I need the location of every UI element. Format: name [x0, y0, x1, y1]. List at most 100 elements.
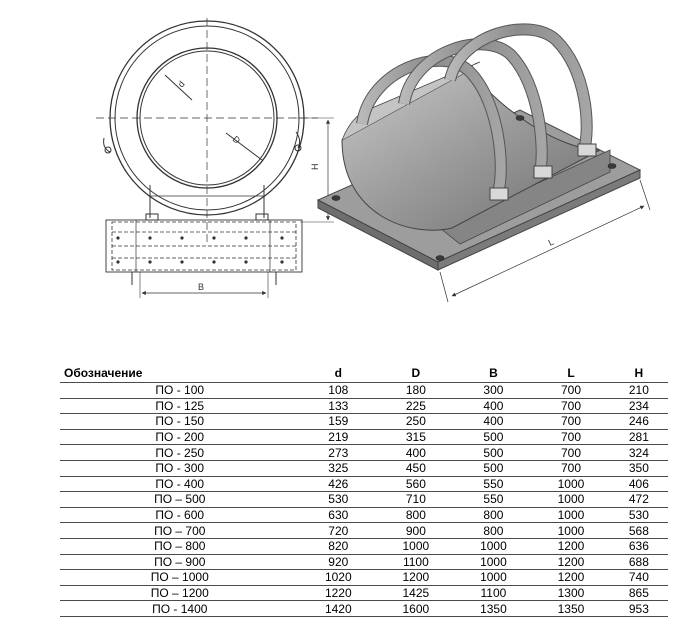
value-cell: 225: [377, 397, 455, 414]
value-cell: 325: [299, 459, 378, 477]
value-cell: 550: [454, 491, 533, 508]
technical-drawings: d D H B: [96, 18, 651, 303]
length-label: L: [547, 237, 556, 248]
designation-cell: ПО - 150: [60, 413, 300, 430]
value-cell: 1200: [532, 569, 610, 586]
designation-cell: ПО - 1400: [60, 600, 300, 617]
value-cell: 500: [454, 459, 533, 477]
value-cell: 1350: [532, 600, 610, 617]
column-header: B: [454, 364, 533, 383]
designation-cell: ПО – 1200: [60, 584, 300, 601]
value-cell: 1000: [532, 491, 610, 508]
value-cell: 180: [377, 382, 455, 399]
value-cell: 159: [299, 413, 378, 430]
value-cell: 400: [454, 413, 533, 430]
value-cell: 700: [532, 397, 610, 414]
value-cell: 250: [377, 413, 455, 430]
designation-cell: ПО - 300: [60, 459, 300, 477]
value-cell: 108: [299, 382, 378, 399]
value-cell: 210: [609, 382, 668, 399]
value-cell: 700: [532, 459, 610, 477]
column-header: D: [377, 364, 455, 383]
value-cell: 700: [532, 413, 610, 430]
value-cell: 400: [377, 444, 455, 461]
value-cell: 865: [609, 584, 668, 601]
value-cell: 234: [609, 397, 668, 414]
value-cell: 1300: [532, 584, 610, 601]
value-cell: 246: [609, 413, 668, 430]
value-cell: 472: [609, 491, 668, 508]
value-cell: 900: [377, 522, 455, 539]
value-cell: 219: [299, 428, 378, 445]
designation-cell: ПО – 800: [60, 537, 300, 555]
value-cell: 1000: [532, 522, 610, 539]
value-cell: 1000: [377, 537, 455, 555]
column-header: Обозначение: [60, 364, 300, 383]
value-cell: 1220: [299, 584, 378, 601]
value-cell: 1100: [454, 584, 533, 601]
value-cell: 281: [609, 428, 668, 445]
value-cell: 315: [377, 428, 455, 445]
outer-diameter-label: D: [231, 134, 243, 146]
value-cell: 1000: [454, 537, 533, 555]
value-cell: 800: [454, 506, 533, 523]
designation-cell: ПО - 125: [60, 397, 300, 414]
value-cell: 530: [609, 506, 668, 523]
value-cell: 1020: [299, 569, 378, 586]
base-width-label: B: [198, 282, 204, 292]
value-cell: 700: [532, 428, 610, 445]
value-cell: 500: [454, 428, 533, 445]
value-cell: 550: [454, 475, 533, 492]
value-cell: 1600: [377, 600, 455, 617]
designation-cell: ПО – 500: [60, 491, 300, 508]
column-header: H: [609, 364, 668, 383]
value-cell: 400: [454, 397, 533, 414]
value-cell: 133: [299, 397, 378, 414]
value-cell: 530: [299, 491, 378, 508]
value-cell: 700: [532, 382, 610, 399]
inner-radius-label: d: [176, 79, 187, 89]
value-cell: 324: [609, 444, 668, 461]
designation-cell: ПО – 900: [60, 553, 300, 570]
value-cell: 1350: [454, 600, 533, 617]
value-cell: 1000: [532, 506, 610, 523]
value-cell: 1100: [377, 553, 455, 570]
value-cell: 568: [609, 522, 668, 539]
value-cell: 1000: [454, 553, 533, 570]
value-cell: 273: [299, 444, 378, 461]
value-cell: 800: [377, 506, 455, 523]
value-cell: 1420: [299, 600, 378, 617]
designation-cell: ПО – 1000: [60, 569, 300, 586]
column-header: d: [299, 364, 378, 383]
column-header: L: [532, 364, 610, 383]
value-cell: 350: [609, 459, 668, 477]
value-cell: 740: [609, 569, 668, 586]
designation-cell: ПО - 400: [60, 475, 300, 492]
value-cell: 800: [454, 522, 533, 539]
value-cell: 500: [454, 444, 533, 461]
value-cell: 920: [299, 553, 378, 570]
value-cell: 1200: [532, 537, 610, 555]
value-cell: 406: [609, 475, 668, 492]
designation-cell: ПО - 600: [60, 506, 300, 523]
value-cell: 710: [377, 491, 455, 508]
designation-cell: ПО – 700: [60, 522, 300, 539]
value-cell: 636: [609, 537, 668, 555]
value-cell: 426: [299, 475, 378, 492]
value-cell: 560: [377, 475, 455, 492]
